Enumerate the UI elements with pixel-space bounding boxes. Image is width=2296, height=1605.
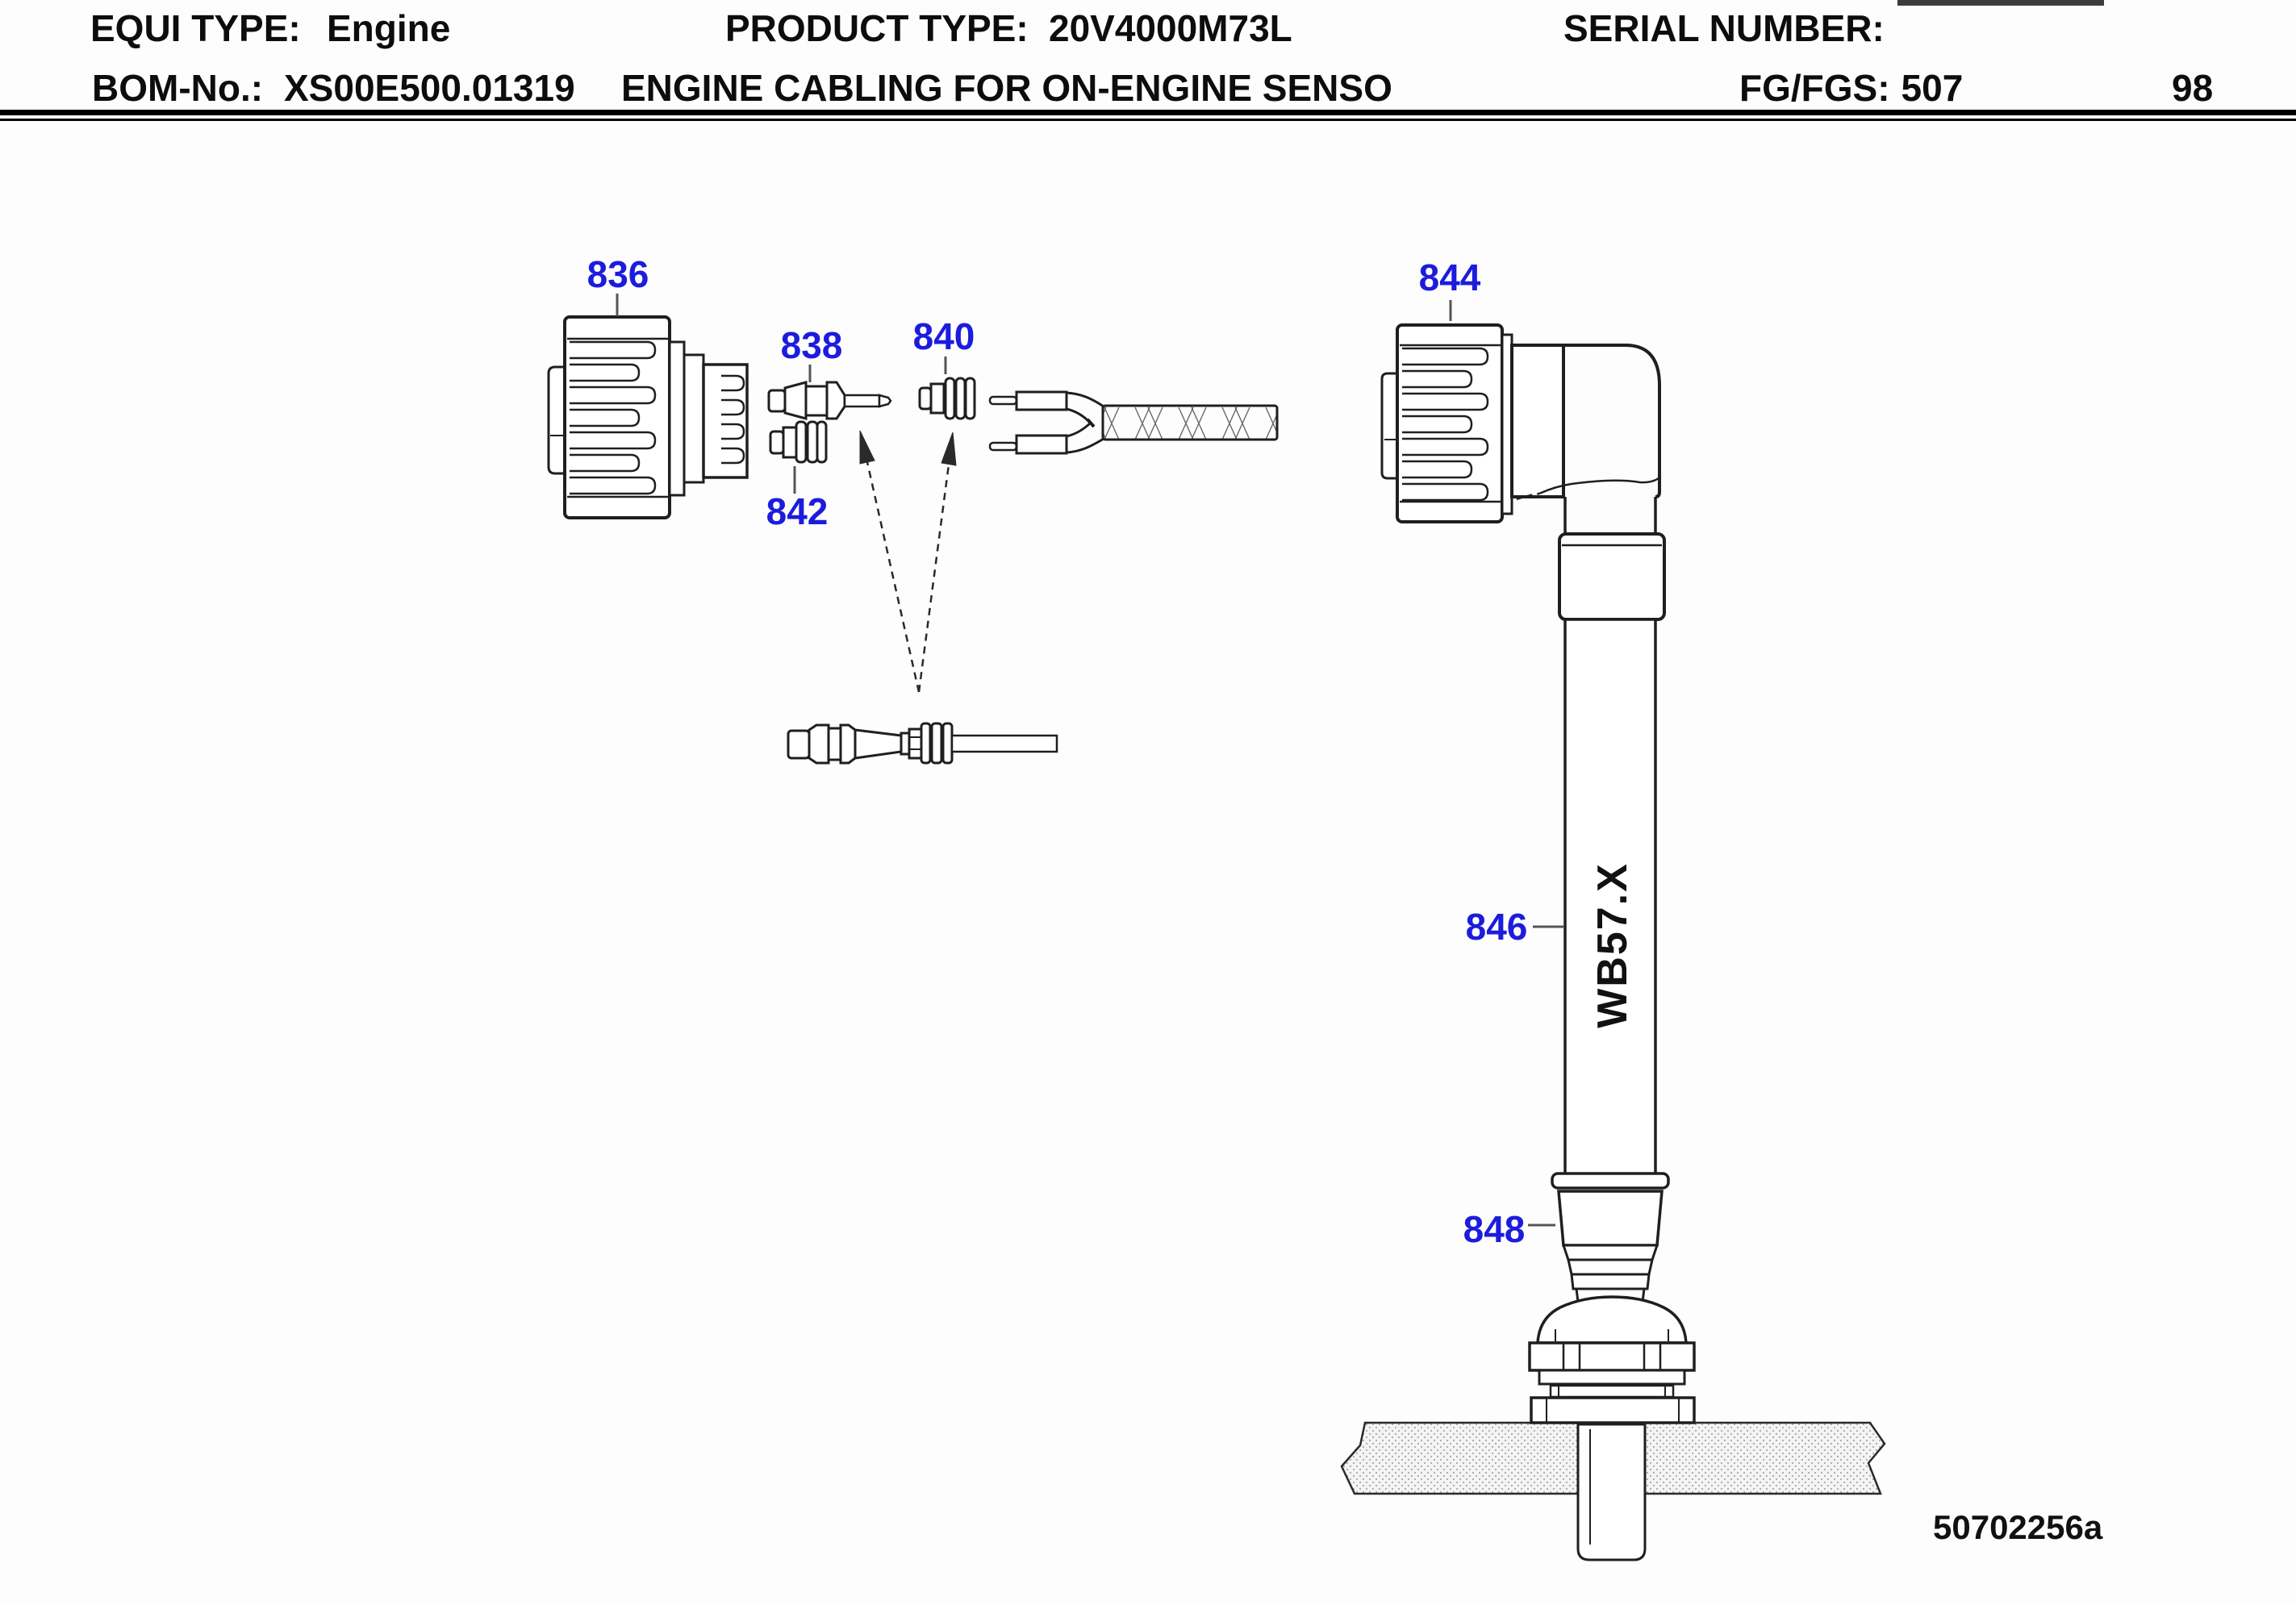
equi-type-value: Engine bbox=[327, 7, 451, 49]
product-type-value: 20V4000M73L bbox=[1049, 7, 1292, 49]
equi-type-label: EQUI TYPE: bbox=[90, 7, 301, 49]
bom-no-label: BOM-No.: bbox=[92, 67, 264, 109]
callout-836: 836 bbox=[587, 253, 649, 295]
connector-836-drawing bbox=[547, 315, 749, 519]
page-title: ENGINE CABLING FOR ON-ENGINE SENSO bbox=[621, 67, 1392, 109]
mounting-plate-drawing bbox=[1340, 1396, 1886, 1561]
fg-fgs-label: FG/FGS: bbox=[1739, 67, 1890, 109]
product-type-label: PRODUCT TYPE: bbox=[725, 7, 1029, 49]
callout-838: 838 bbox=[781, 324, 843, 366]
callout-844: 844 bbox=[1419, 256, 1481, 298]
split-cable-drawing bbox=[988, 390, 1279, 455]
hex-nut-drawing bbox=[1528, 1341, 1696, 1372]
angled-connector-844-drawing bbox=[1380, 323, 1670, 1190]
wire-seal-842-drawing bbox=[769, 420, 828, 464]
callout-848: 848 bbox=[1463, 1208, 1526, 1250]
callout-842: 842 bbox=[766, 490, 829, 532]
drawing-number: 50702256a bbox=[1933, 1508, 2103, 1546]
threaded-stud-drawing bbox=[1576, 1423, 1647, 1561]
contact-pin-838-drawing bbox=[767, 381, 892, 420]
wire-seal-840-drawing bbox=[918, 377, 976, 420]
fg-fgs-value: 507 bbox=[1901, 67, 1964, 109]
page-number: 98 bbox=[2172, 67, 2214, 109]
strain-relief-848-drawing bbox=[1557, 1190, 1664, 1303]
assembly-arrows bbox=[859, 430, 957, 693]
header-rule-thick bbox=[0, 110, 2296, 115]
callout-846: 846 bbox=[1466, 906, 1528, 948]
washer-drawing bbox=[1549, 1384, 1675, 1399]
fg-fgs: FG/FGS: 507 bbox=[1739, 69, 1963, 106]
serial-number-label: SERIAL NUMBER: bbox=[1563, 7, 1885, 49]
bom-no-value: XS00E500.01319 bbox=[284, 67, 575, 109]
scan-artifact-bar bbox=[1897, 0, 2104, 6]
leader-lines bbox=[616, 294, 1563, 1227]
header-rule-thin bbox=[0, 119, 2296, 121]
flange-block-drawing bbox=[1530, 1396, 1696, 1424]
callout-840: 840 bbox=[913, 315, 975, 357]
sensor-body-drawing bbox=[1528, 1295, 1696, 1399]
assembled-contact-drawing bbox=[787, 722, 1058, 765]
cable-marking-text: WB57.X bbox=[1589, 862, 1636, 1028]
